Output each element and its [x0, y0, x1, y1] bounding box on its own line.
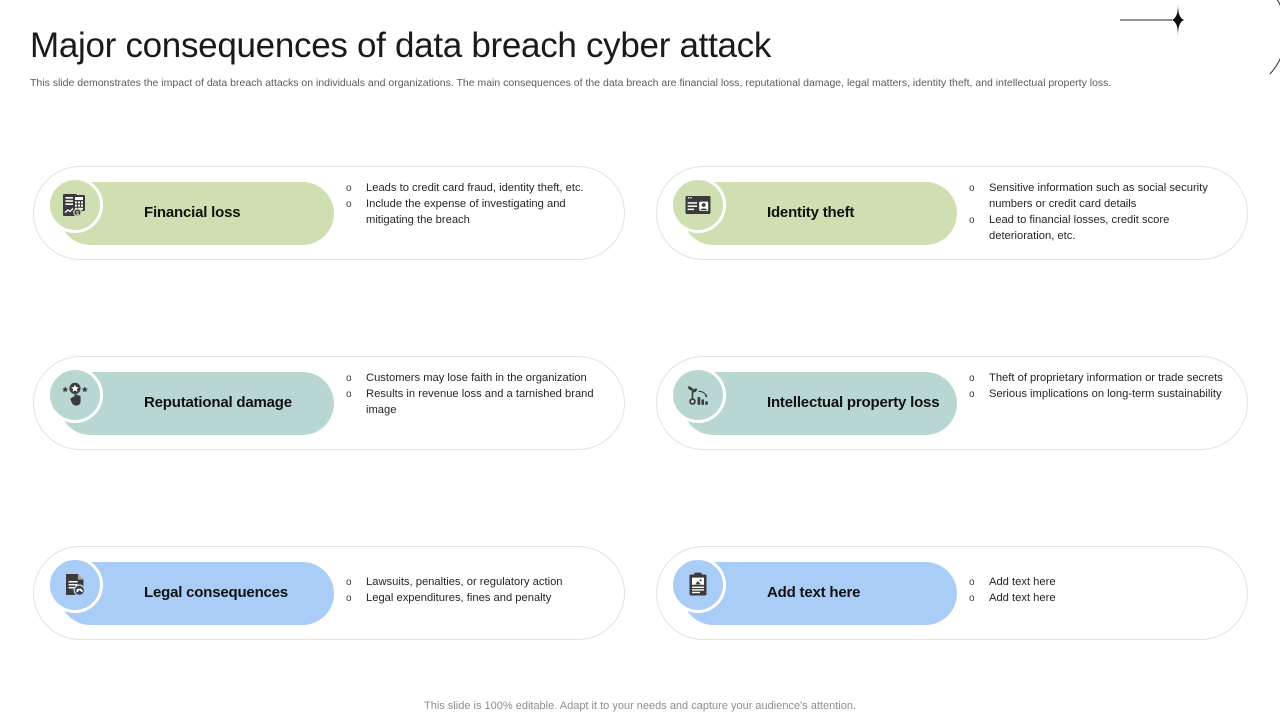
card-bullet-list: o Leads to credit card fraud, identity th…: [344, 181, 610, 229]
card-heading: Intellectual property loss: [767, 394, 940, 412]
card-financial-loss[interactable]: Financial loss $: [33, 166, 625, 260]
list-item-text: Sensitive information such as social sec…: [989, 182, 1208, 210]
card-heading: Identity theft: [767, 204, 855, 222]
bullet-marker: o: [346, 198, 352, 210]
bullet-marker: o: [969, 592, 975, 604]
bullet-marker: o: [346, 183, 352, 194]
card-bullet-list: o Sensitive information such as social se…: [967, 181, 1233, 245]
consequences-grid: Financial loss $: [33, 166, 1248, 640]
list-item: o Lawsuits, penalties, or regulatory acti…: [344, 575, 610, 591]
card-pill-financial-loss: Financial loss: [59, 182, 334, 245]
list-item-text: Theft of proprietary information or trad…: [989, 372, 1223, 384]
list-item-text: Leads to credit card fraud, identity the…: [366, 182, 584, 194]
card-pill-intellectual-property-loss: Intellectual property loss: [682, 372, 957, 435]
card-reputational-damage[interactable]: Reputational damage o Customers may lose …: [33, 356, 625, 450]
card-bullet-list: o Customers may lose faith in the organiz…: [344, 371, 610, 419]
page-title: Major consequences of data breach cyber …: [30, 26, 772, 65]
star-rating-hand-icon: [47, 367, 103, 423]
list-item-text: Customers may lose faith in the organiza…: [366, 372, 587, 384]
list-item-text: Serious implications on long-term sustai…: [989, 387, 1222, 400]
card-pill-legal-consequences: Legal consequences: [59, 562, 334, 625]
bullet-marker: o: [346, 388, 352, 400]
list-item-text: Lawsuits, penalties, or regulatory actio…: [366, 576, 563, 588]
seedling-declining-chart-icon: [670, 367, 726, 423]
card-bullet-list: o Lawsuits, penalties, or regulatory acti…: [344, 575, 610, 607]
list-item: o Lead to financial losses, credit score …: [967, 213, 1233, 245]
bullet-marker: o: [969, 373, 975, 384]
bullet-marker: o: [346, 373, 352, 384]
list-item: o Serious implications on long-term susta…: [967, 387, 1233, 403]
card-bullet-list: o Theft of proprietary information or tra…: [967, 371, 1233, 403]
list-item-text: Add text here: [989, 591, 1056, 604]
legal-document-stamp-icon: [47, 557, 103, 613]
svg-text:$: $: [76, 211, 79, 217]
card-heading: Reputational damage: [144, 394, 292, 412]
list-item: o Results in revenue loss and a tarnished…: [344, 387, 610, 419]
bullet-marker: o: [969, 214, 975, 226]
card-pill-identity-theft: Identity theft: [682, 182, 957, 245]
card-legal-consequences[interactable]: Legal consequences o Lawsuits, penalties,…: [33, 546, 625, 640]
list-item: o Add text here: [967, 575, 1233, 591]
bullet-marker: o: [346, 592, 352, 604]
list-item: o Add text here: [967, 591, 1233, 607]
id-card-browser-icon: [670, 177, 726, 233]
invoice-calculator-icon: $: [47, 177, 103, 233]
bullet-marker: o: [969, 183, 975, 194]
clipboard-icon: [670, 557, 726, 613]
list-item-text: Legal expenditures, fines and penalty: [366, 591, 552, 604]
page-subtitle: This slide demonstrates the impact of da…: [30, 77, 1112, 90]
footer-note: This slide is 100% editable. Adapt it to…: [424, 700, 856, 712]
list-item: o Sensitive information such as social se…: [967, 181, 1233, 213]
slide-header: Major consequences of data breach cyber …: [30, 26, 1220, 91]
list-item-text: Add text here: [989, 576, 1056, 588]
bullet-marker: o: [346, 577, 352, 588]
list-item: o Customers may lose faith in the organiz…: [344, 371, 610, 387]
bullet-marker: o: [969, 388, 975, 400]
list-item: o Theft of proprietary information or tra…: [967, 371, 1233, 387]
card-heading: Add text here: [767, 584, 861, 602]
list-item: o Include the expense of investigating an…: [344, 197, 610, 229]
card-pill-add-text-here: Add text here: [682, 562, 957, 625]
card-intellectual-property-loss[interactable]: Intellectual property loss o Theft of pro…: [656, 356, 1248, 450]
list-item-text: Include the expense of investigating and…: [366, 197, 566, 226]
list-item-text: Results in revenue loss and a tarnished …: [366, 387, 594, 416]
list-item: o Leads to credit card fraud, identity th…: [344, 181, 610, 197]
bullet-marker: o: [969, 577, 975, 588]
list-item: o Legal expenditures, fines and penalty: [344, 591, 610, 607]
card-heading: Financial loss: [144, 204, 241, 222]
list-item-text: Lead to financial losses, credit score d…: [989, 213, 1170, 242]
card-pill-reputational-damage: Reputational damage: [59, 372, 334, 435]
card-heading: Legal consequences: [144, 584, 288, 602]
card-identity-theft[interactable]: Identity theft o Sensitive information su…: [656, 166, 1248, 260]
